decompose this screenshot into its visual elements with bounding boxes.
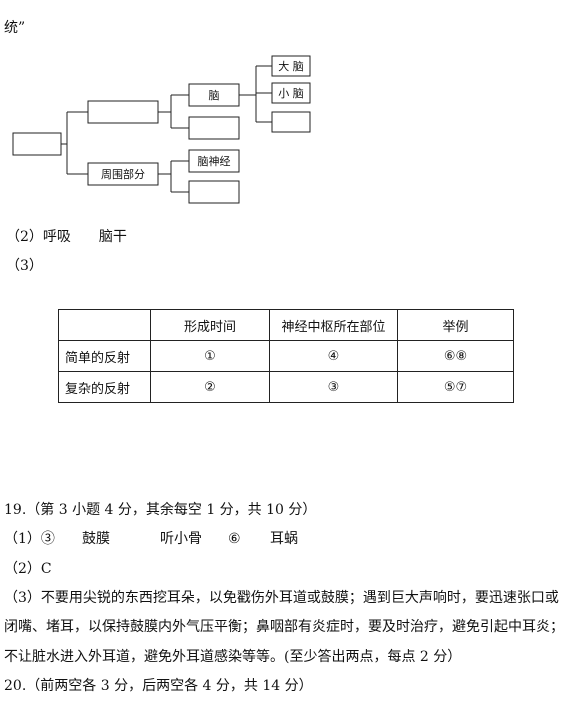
table-row: 简单的反射 ① ④ ⑥⑧	[58, 340, 514, 372]
table-row: 复杂的反射 ② ③ ⑤⑦	[58, 371, 514, 403]
spinal-nerve-box-blank	[188, 180, 240, 204]
table-header-row: 形成时间 神经中枢所在部位 举例	[58, 309, 514, 341]
table-cell: ④	[269, 340, 398, 372]
q19-answer-3-line2: 闭嘴、堵耳，以保持鼓膜内外气压平衡；鼻咽部有炎症时，要及时治疗，避免引起中耳炎；	[4, 619, 563, 635]
table-cell: ⑥⑧	[397, 340, 514, 372]
q19-answer-2: （2）C	[4, 561, 52, 577]
q19-answer-1-item: ⑥	[228, 531, 241, 547]
table-header-cell: 神经中枢所在部位	[269, 309, 398, 341]
cranial-nerve-label: 脑神经	[198, 154, 231, 168]
reflex-table: 形成时间 神经中枢所在部位 举例 简单的反射 ① ④ ⑥⑧ 复杂的反射 ② ③ …	[58, 309, 514, 403]
top-fragment-text: 统”	[4, 20, 26, 36]
brainstem-box-blank	[271, 111, 311, 133]
table-header-cell: 举例	[397, 309, 514, 341]
brain-label: 脑	[209, 89, 220, 102]
q19-answer-3-line1: （3）不要用尖锐的东西挖耳朵，以免戳伤外耳道或鼓膜；遇到巨大声响时，要迅速张口或	[4, 590, 559, 606]
spinal-cord-box-blank	[188, 116, 240, 140]
table-cell: 简单的反射	[58, 340, 151, 372]
table-header-cell	[58, 309, 151, 341]
root-box-blank	[12, 132, 62, 156]
q19-title: 19.（第 3 小题 4 分，其余每空 1 分，共 10 分）	[4, 502, 317, 518]
q19-answer-3-line3: 不让脏水进入外耳道，避免外耳道感染等等。(至少答出两点，每点 2 分）	[4, 649, 462, 665]
table-cell: ③	[269, 371, 398, 403]
cerebellum-label: 小 脑	[278, 87, 304, 100]
central-part-box-blank	[87, 100, 159, 124]
answer-18-2: （2）呼吸 脑干	[6, 229, 127, 245]
q20-title: 20.（前两空各 3 分，后两空各 4 分，共 14 分）	[4, 678, 313, 694]
q19-answer-1-item: 听小骨	[160, 531, 202, 547]
table-cell: ②	[150, 371, 270, 403]
q19-answer-1-item: 鼓膜	[82, 531, 110, 547]
table-header-cell: 形成时间	[150, 309, 270, 341]
table-cell: ⑤⑦	[397, 371, 514, 403]
peripheral-part-label: 周围部分	[101, 167, 145, 181]
q19-answer-1-prefix: （1）③	[4, 531, 55, 547]
nervous-system-diagram: 脑 大 脑 小 脑 周围部分 脑神经	[12, 55, 311, 204]
cerebrum-label: 大 脑	[278, 59, 304, 73]
table-cell: ①	[150, 340, 270, 372]
q19-answer-1-item: 耳蜗	[270, 531, 298, 547]
table-cell: 复杂的反射	[58, 371, 151, 403]
answer-18-3: （3）	[6, 258, 43, 274]
